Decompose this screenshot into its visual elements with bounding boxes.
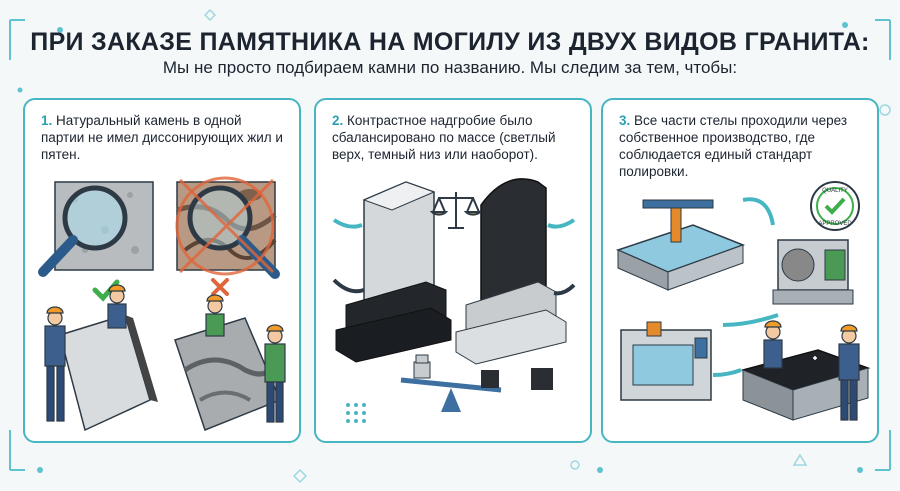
badge-top-text: QUALITY: [822, 188, 848, 194]
panel-3-text: 3. Все части стелы проходили через собст…: [619, 112, 864, 180]
quality-approved-badge: QUALITY APPROVED: [810, 181, 860, 231]
arrow-icon: [722, 313, 779, 327]
panel-3-description: Все части стелы проходили через собствен…: [619, 113, 848, 179]
worker-figure: [264, 324, 286, 423]
arrow-icon: [553, 283, 576, 296]
light-top-monument: [335, 181, 452, 363]
cutting-machine: [620, 321, 712, 401]
panel-3-illustration: QUALITY APPROVED: [615, 181, 871, 421]
arrow-icon: [332, 278, 365, 294]
panel-2-illustration: [332, 178, 576, 423]
magnifier-icon: [38, 185, 128, 277]
page-title: ПРИ ЗАКАЗЕ ПАМЯТНИКА НА МОГИЛУ ИЗ ДВУХ В…: [30, 28, 870, 56]
arrow-icon: [742, 197, 775, 226]
page-subtitle: Мы не просто подбираем камни по названию…: [162, 58, 738, 77]
polishing-machine: [772, 239, 854, 305]
panel-3-number: 3.: [619, 113, 631, 128]
cnc-machine: [615, 199, 746, 291]
dark-top-monument: [455, 178, 567, 365]
panel-own-production: 3. Все части стелы проходили через собст…: [601, 98, 879, 443]
panel-2-description: Контрастное надгробие было сбалансирован…: [332, 113, 556, 162]
worker-figure: [44, 306, 66, 422]
arrow-icon: [547, 218, 576, 229]
panel-balanced-mass: 2. Контрастное надгробие было сбалансиро…: [314, 98, 592, 443]
cross-icon: [211, 278, 229, 296]
worker-figure: [763, 320, 783, 369]
panel-1-illustration: [38, 176, 286, 432]
decorative-dots: [346, 403, 366, 423]
panel-1-number: 1.: [41, 113, 53, 128]
panel-1-text: 1. Натуральный камень в одной партии не …: [41, 112, 286, 163]
arrow-icon: [332, 218, 363, 229]
panel-2-text: 2. Контрастное надгробие было сбалансиро…: [332, 112, 577, 163]
seesaw-balance: [400, 354, 553, 412]
panel-uniform-stone: 1. Натуральный камень в одной партии не …: [23, 98, 301, 443]
arrow-icon: [712, 368, 742, 377]
worker-figure: [107, 284, 127, 329]
scales-icon: [429, 192, 483, 229]
panel-2-number: 2.: [332, 113, 344, 128]
badge-bottom-text: APPROVED: [818, 221, 852, 227]
worker-figure: [205, 294, 225, 337]
worker-figure: [838, 324, 860, 421]
panel-1-description: Натуральный камень в одной партии не име…: [41, 113, 283, 162]
